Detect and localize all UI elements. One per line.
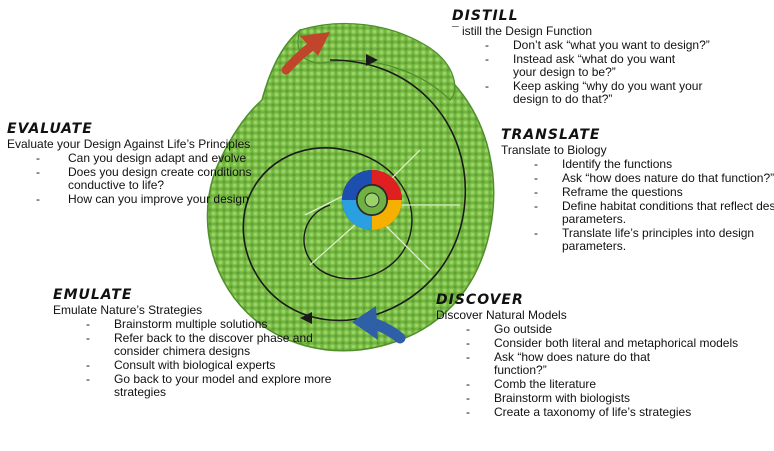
translate-item: Translate life’s principles into design … <box>531 227 774 253</box>
discover-subtitle: Discover Natural Models <box>436 308 756 322</box>
evaluate-list: Can you design adapt and evolve Does you… <box>33 152 287 206</box>
distill-item: Keep asking “why do you want your design… <box>482 80 718 106</box>
distill-item: Instead ask “what do you want your desig… <box>482 53 683 79</box>
discover-heading: DISCOVER <box>436 292 756 308</box>
emulate-item: Refer back to the discover phase and con… <box>83 332 344 358</box>
translate-section: TRANSLATE Translate to Biology Identify … <box>501 127 774 253</box>
translate-item: Reframe the questions <box>531 186 774 199</box>
discover-item: Comb the literature <box>463 378 756 391</box>
distill-heading: DISTILL <box>452 8 752 24</box>
evaluate-subtitle: Evaluate your Design Against Life’s Prin… <box>7 137 287 151</box>
evaluate-item: Can you design adapt and evolve <box>33 152 287 165</box>
emulate-heading: EMULATE <box>53 287 323 303</box>
translate-subtitle: Translate to Biology <box>501 143 774 157</box>
emulate-item: Go back to your model and explore more s… <box>83 373 344 399</box>
distill-subtitle: ¯ istill the Design Function <box>452 24 752 38</box>
emulate-section: EMULATE Emulate Nature’s Strategies Brai… <box>53 287 323 399</box>
discover-section: DISCOVER Discover Natural Models Go outs… <box>436 292 756 419</box>
translate-heading: TRANSLATE <box>501 127 774 143</box>
distill-section: DISTILL ¯ istill the Design Function Don… <box>452 8 752 106</box>
evaluate-item: Does you design create conditions conduc… <box>33 166 283 192</box>
distill-list: Don’t ask “what you want to design?” Ins… <box>482 39 752 106</box>
discover-item: Brainstorm with biologists <box>463 392 756 405</box>
evaluate-item: How can you improve your design <box>33 193 287 206</box>
translate-list: Identify the functions Ask “how does nat… <box>531 158 774 253</box>
discover-item: Create a taxonomy of life’s strategies <box>463 406 756 419</box>
distill-item: Don’t ask “what you want to design?” <box>482 39 752 52</box>
translate-item: Identify the functions <box>531 158 774 171</box>
discover-list: Go outside Consider both literal and met… <box>463 323 756 419</box>
discover-item: Ask “how does nature do that function?” <box>463 351 704 377</box>
emulate-subtitle: Emulate Nature’s Strategies <box>53 303 323 317</box>
emulate-item: Brainstorm multiple solutions <box>83 318 323 331</box>
emulate-list: Brainstorm multiple solutions Refer back… <box>83 318 323 399</box>
emulate-item: Consult with biological experts <box>83 359 323 372</box>
evaluate-section: EVALUATE Evaluate your Design Against Li… <box>7 121 287 206</box>
translate-item: Ask “how does nature do that function?” <box>531 172 774 185</box>
discover-item: Go outside <box>463 323 756 336</box>
discover-item: Consider both literal and metaphorical m… <box>463 337 744 350</box>
translate-item: Define habitat conditions that reflect d… <box>531 200 774 226</box>
evaluate-heading: EVALUATE <box>7 121 287 137</box>
